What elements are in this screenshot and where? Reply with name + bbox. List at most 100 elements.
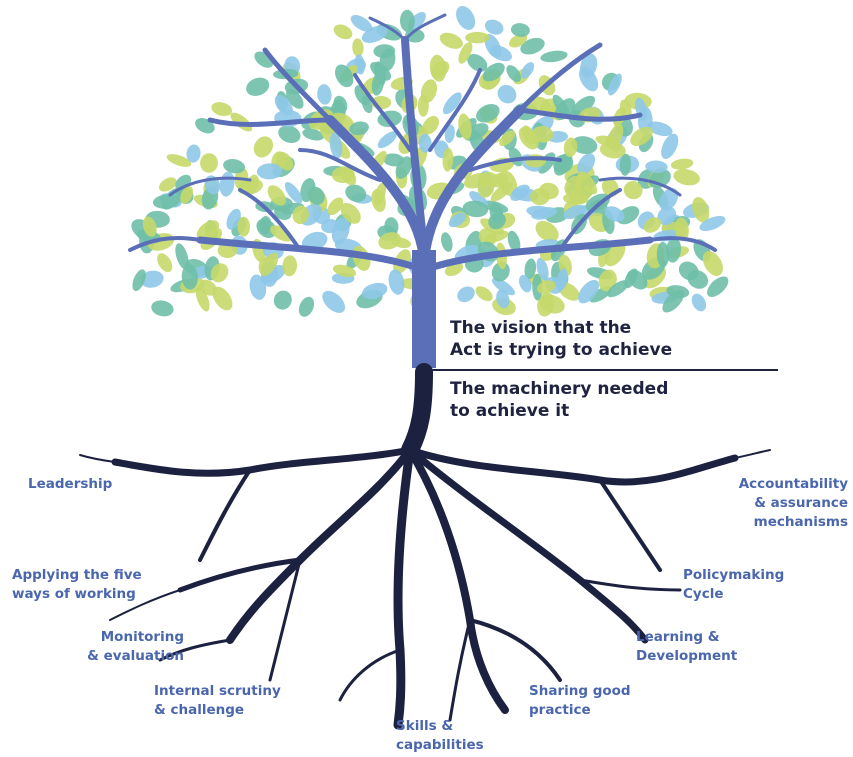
leaf: [259, 216, 272, 235]
leaf: [331, 217, 350, 245]
branch: [226, 446, 414, 644]
label-skills: Skills & capabilities: [396, 718, 484, 753]
leaf: [384, 217, 399, 236]
leaf: [420, 79, 437, 103]
branch: [196, 236, 428, 274]
leaf: [665, 237, 682, 263]
leaf: [531, 125, 554, 143]
leaf: [399, 9, 415, 32]
leaf: [563, 137, 578, 158]
leaf: [619, 153, 632, 176]
branch: [428, 68, 482, 152]
branch: [353, 73, 412, 152]
label-learning: Learning & Development: [636, 629, 738, 664]
leaf: [478, 228, 497, 246]
leaf: [443, 92, 462, 115]
leaf: [284, 182, 303, 204]
leaf: [490, 182, 513, 202]
branch: [401, 36, 428, 254]
leaf: [491, 277, 516, 296]
branch: [158, 638, 232, 662]
branch: [648, 236, 717, 252]
leaf: [181, 264, 198, 290]
leaf: [195, 118, 215, 134]
branch: [448, 618, 472, 722]
branch: [128, 236, 202, 252]
leaf: [552, 94, 570, 117]
leaf: [226, 208, 241, 230]
leaf: [132, 269, 146, 292]
leaf: [604, 206, 625, 222]
leaf: [687, 270, 709, 289]
leaf: [361, 25, 388, 43]
leaf: [484, 19, 504, 35]
leaf: [578, 171, 598, 195]
branch: [517, 107, 643, 122]
branch: [111, 446, 414, 477]
leaf: [661, 133, 679, 159]
leaf: [292, 205, 309, 225]
leaf: [286, 88, 304, 109]
label-accountability: Accountability & assurance mechanisms: [738, 476, 848, 530]
branch: [268, 558, 302, 682]
branch: [262, 47, 333, 123]
leaf: [524, 258, 537, 280]
leaf: [391, 237, 412, 249]
branch: [406, 446, 509, 714]
leaf: [475, 286, 493, 302]
branch: [734, 449, 771, 459]
leaf: [223, 159, 246, 174]
leaf: [270, 225, 293, 242]
branch: [406, 446, 739, 486]
leaf: [578, 279, 600, 304]
leaf: [282, 255, 298, 277]
leaf: [140, 270, 164, 288]
leaf: [670, 158, 694, 170]
leaf: [350, 14, 373, 32]
leaf: [456, 6, 476, 30]
leaf: [520, 62, 535, 79]
label-sharing: Sharing good practice: [529, 683, 631, 718]
label-leadership: Leadership: [28, 476, 113, 492]
leaf: [535, 220, 559, 242]
leaf: [142, 216, 157, 237]
leaf: [673, 169, 700, 186]
branch: [393, 445, 415, 730]
leaf: [333, 95, 348, 114]
branch: [578, 578, 682, 592]
leaf: [499, 130, 516, 147]
branch: [198, 468, 252, 562]
leaf: [370, 61, 392, 81]
leaf: [186, 144, 201, 163]
leaf: [374, 182, 387, 206]
branch: [558, 188, 622, 252]
leaf: [707, 276, 729, 297]
leaf: [623, 180, 643, 200]
leaf: [692, 197, 710, 223]
leaf: [442, 147, 454, 172]
leaf: [645, 160, 668, 173]
leaf: [595, 135, 621, 148]
leaf: [152, 194, 181, 209]
leaf: [510, 184, 530, 201]
leaf: [334, 64, 354, 88]
leaf: [457, 286, 475, 303]
leaf: [540, 50, 568, 63]
leaf: [444, 124, 455, 143]
leaf: [478, 171, 499, 188]
leaf: [322, 290, 346, 313]
branch: [420, 236, 654, 274]
leaf: [260, 252, 279, 276]
leaf: [332, 264, 357, 278]
leaf: [539, 294, 565, 314]
leaf: [196, 220, 220, 241]
leaf: [482, 62, 505, 82]
label-monitoring: Monitoring & evaluation: [87, 629, 184, 664]
leaf: [607, 280, 629, 298]
leaf: [210, 263, 229, 283]
leaf: [630, 126, 653, 146]
branch: [79, 454, 116, 463]
leaf: [439, 32, 463, 49]
leaf: [349, 121, 369, 136]
leaf: [405, 28, 425, 43]
